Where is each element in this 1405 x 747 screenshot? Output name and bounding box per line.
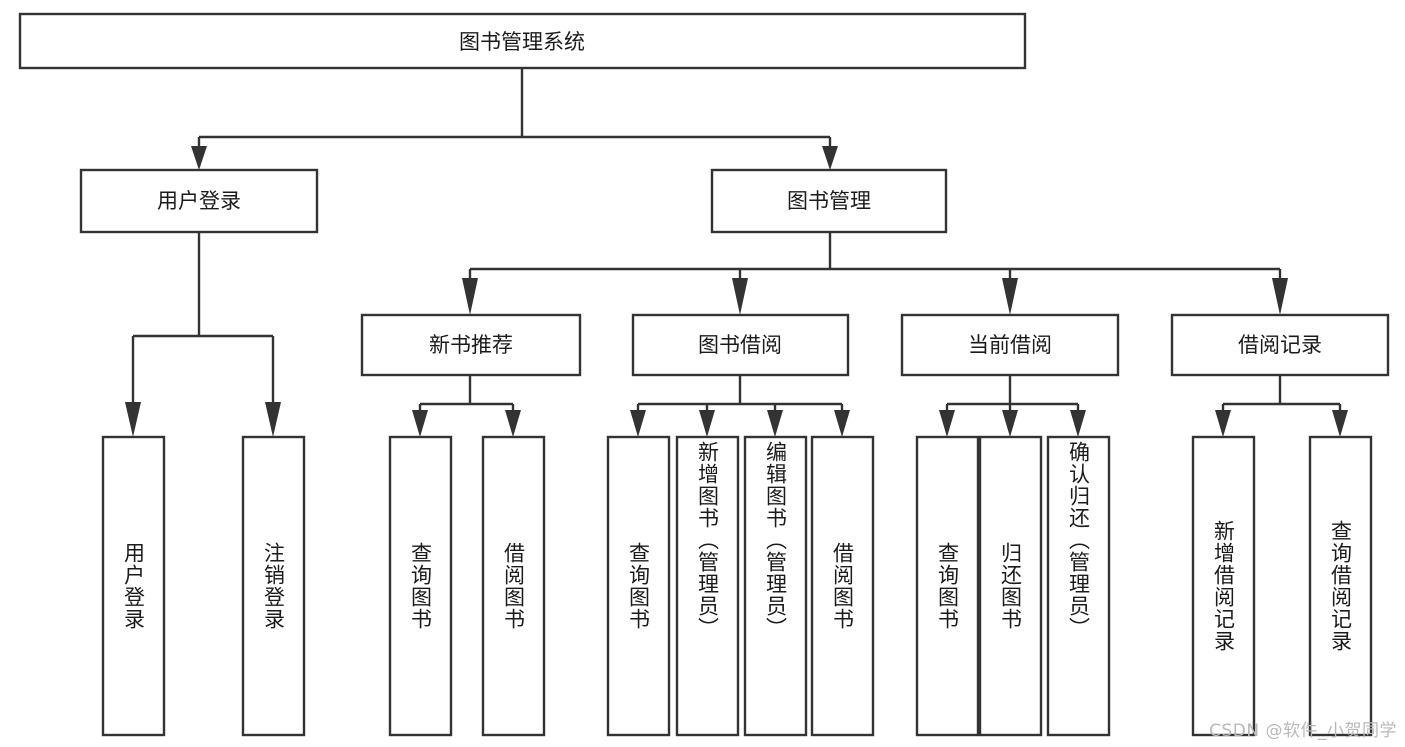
node-new-book-recommend[interactable] — [360, 313, 582, 377]
node-borrow-record-label: 借阅记录 — [1238, 333, 1322, 357]
node-leaf-logout[interactable] — [241, 435, 306, 737]
node-leaf-confirm-return[interactable] — [1046, 435, 1111, 737]
node-root-label: 图书管理系统 — [459, 30, 585, 54]
csdn-watermark: CSDN @软件_小贺同学 — [1209, 721, 1397, 741]
node-leaf-add-book[interactable] — [675, 435, 740, 737]
node-root[interactable] — [18, 12, 1027, 70]
node-user-login[interactable] — [79, 168, 319, 234]
node-leaf-add-record[interactable] — [1191, 435, 1256, 737]
node-current-borrow[interactable] — [900, 313, 1120, 377]
node-user-login-label: 用户登录 — [157, 189, 241, 213]
node-leaf-borrow-book-2[interactable] — [810, 435, 875, 737]
node-current-borrow-label: 当前借阅 — [968, 333, 1052, 357]
connector-bookmanage-to-level3 — [462, 232, 1288, 315]
node-leaf-query-book-2[interactable] — [606, 435, 671, 737]
node-borrow-record[interactable] — [1170, 313, 1390, 377]
node-leaf-user-login[interactable] — [101, 435, 166, 737]
connector-borrowrecord-to-leaves — [1215, 375, 1348, 437]
node-leaf-query-record[interactable] — [1308, 435, 1373, 737]
connector-userlogin-to-leaves — [125, 232, 281, 437]
node-leaf-query-book-3[interactable] — [915, 435, 980, 737]
node-leaf-edit-book[interactable] — [743, 435, 808, 737]
node-book-manage-label: 图书管理 — [787, 189, 871, 213]
node-book-manage[interactable] — [710, 168, 948, 234]
connector-root-to-level2 — [191, 68, 838, 170]
node-new-book-recommend-label: 新书推荐 — [429, 333, 513, 357]
node-leaf-query-book-1[interactable] — [388, 435, 453, 737]
node-leaf-return-book[interactable] — [978, 435, 1043, 737]
connector-currentborrow-to-leaves — [939, 375, 1086, 437]
node-leaf-borrow-book-1[interactable] — [481, 435, 546, 737]
node-book-borrow-label: 图书借阅 — [698, 333, 782, 357]
node-book-borrow[interactable] — [631, 313, 850, 377]
connector-bookborrow-to-leaves — [630, 375, 850, 437]
connector-newbook-to-leaves — [412, 375, 521, 437]
